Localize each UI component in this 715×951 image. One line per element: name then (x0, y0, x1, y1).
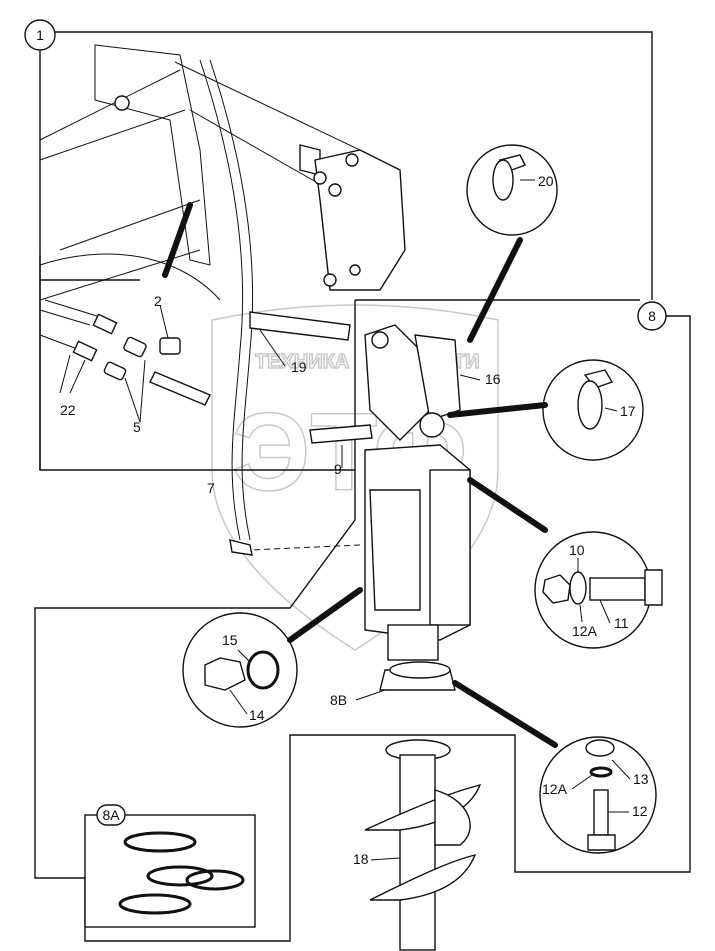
label-15: 15 (222, 632, 238, 648)
label-9: 9 (334, 461, 342, 477)
label-7: 7 (207, 480, 215, 496)
label-16: 16 (485, 371, 501, 387)
label-12: 12 (632, 803, 648, 819)
leader-lines (229, 179, 631, 861)
label-12a-top: 12A (572, 623, 598, 639)
label-22: 22 (60, 402, 76, 418)
label-18: 18 (353, 851, 369, 867)
auger (364, 739, 482, 951)
label-10: 10 (569, 542, 585, 558)
section-marker-8a-text: 8A (102, 807, 120, 823)
label-8b: 8B (330, 692, 347, 708)
section-marker-1 (24, 19, 56, 51)
label-5: 5 (133, 419, 141, 435)
label-2: 2 (154, 293, 162, 309)
loader-arm (39, 44, 406, 541)
section-marker-1-text: 1 (36, 27, 44, 43)
hose-fittings-inset (39, 253, 351, 423)
section-marker-8 (637, 301, 667, 331)
auger-drive-unit (229, 324, 471, 691)
part-labels: 2 22 5 7 19 20 16 17 9 10 12A 11 15 14 8… (60, 173, 649, 867)
label-19: 19 (291, 359, 307, 375)
o-ring-set (84, 814, 256, 928)
label-17: 17 (620, 403, 636, 419)
frame-lines (34, 31, 691, 942)
section-markers: 1 8 8A (24, 19, 667, 826)
label-13: 13 (633, 771, 649, 787)
section-marker-8a (96, 804, 126, 826)
label-11: 11 (614, 615, 629, 631)
label-14: 14 (249, 707, 265, 723)
section-marker-8-text: 8 (648, 308, 656, 324)
label-12a-bottom: 12A (542, 781, 568, 797)
label-20: 20 (538, 173, 554, 189)
